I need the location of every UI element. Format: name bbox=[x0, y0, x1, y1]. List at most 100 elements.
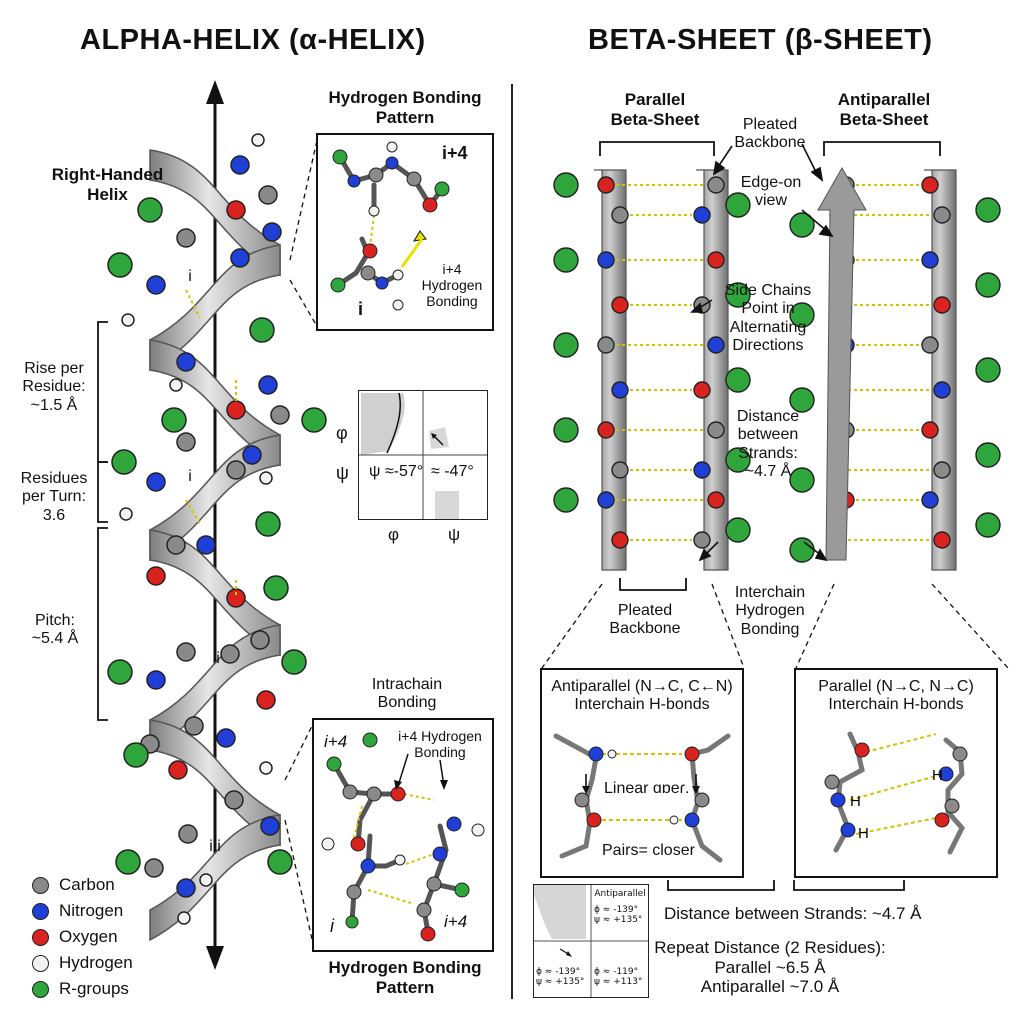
anti-box-title: Antiparallel (N→C, C←N) Interchain H-bon… bbox=[551, 678, 733, 714]
rama-phi-label: φ bbox=[336, 423, 348, 443]
helix-atom bbox=[226, 588, 246, 608]
beta-atom bbox=[921, 421, 939, 439]
helix-atom bbox=[226, 460, 246, 480]
r-group-dot-icon bbox=[32, 980, 49, 998]
beta-rgroup bbox=[553, 487, 579, 513]
beta-rgroup bbox=[725, 282, 751, 308]
beta-atom bbox=[693, 381, 711, 399]
helix-atom bbox=[226, 200, 246, 220]
hb-pattern-bottom-inset: i+4 i+4 Hydrogen Bonding i i+4 bbox=[312, 718, 494, 952]
helix-atom bbox=[144, 858, 164, 878]
helix-atom bbox=[146, 275, 166, 295]
inset-top-i-label: i bbox=[358, 299, 364, 319]
helix-atom bbox=[176, 878, 196, 898]
inset-bot-i: i bbox=[330, 916, 334, 936]
helix-atom bbox=[249, 317, 275, 343]
helix-atom bbox=[226, 400, 246, 420]
helix-atom bbox=[263, 575, 289, 601]
svg-text:H: H bbox=[850, 793, 861, 810]
beta-rgroup bbox=[975, 442, 1001, 468]
side-chains-label: Side Chains Point in Alternating Directi… bbox=[724, 282, 812, 355]
beta-atom bbox=[933, 381, 951, 399]
residues-bracket bbox=[97, 461, 108, 523]
beta-atom bbox=[693, 206, 711, 224]
beta-atom bbox=[611, 206, 629, 224]
beta-atom bbox=[611, 461, 629, 479]
anti-box-linear: Linear ɑɒeɾ. bbox=[604, 780, 690, 797]
beta-atom bbox=[933, 296, 951, 314]
pleated-backbone-bottom-label: Pleated Backbone bbox=[609, 602, 681, 638]
helix-atom bbox=[230, 155, 250, 175]
beta-atom bbox=[707, 251, 725, 269]
beta-rgroup bbox=[975, 357, 1001, 383]
helix-atom bbox=[146, 566, 166, 586]
helix-atom bbox=[184, 716, 204, 736]
helix-atom bbox=[137, 197, 163, 223]
helix-atom bbox=[258, 185, 278, 205]
beta-strand bbox=[594, 169, 627, 571]
helix-atom bbox=[177, 911, 191, 925]
inset-bot-i4-right: i+4 bbox=[444, 912, 468, 931]
distance-strands-label: Distance between Strands: ~4.7 Å bbox=[736, 408, 800, 481]
beta-atom bbox=[921, 251, 939, 269]
ramachandran-plot-beta: Antiparallel ϕ ≈ -139° ψ ≈ +135° ϕ ≈ -13… bbox=[533, 884, 649, 998]
helix-atom bbox=[259, 761, 273, 775]
anti-box-pairs: Pairs= closer bbox=[602, 842, 695, 859]
intrachain-bonding-label: Intrachain Bonding bbox=[371, 676, 443, 712]
beta-atom bbox=[933, 531, 951, 549]
legend-item: Nitrogen bbox=[32, 898, 182, 924]
right-handed-helix-label: Right-Handed Helix bbox=[51, 165, 164, 204]
helix-atom bbox=[224, 790, 244, 810]
helix-atom bbox=[255, 511, 281, 537]
beta-rgroup bbox=[975, 272, 1001, 298]
helix-atom bbox=[176, 352, 196, 372]
legend-item: R-groups bbox=[32, 976, 182, 1002]
helix-atom bbox=[161, 407, 187, 433]
beta-atom bbox=[597, 251, 615, 269]
hb-pattern-bottom-title: Hydrogen Bonding Pattern bbox=[328, 958, 482, 997]
oxygen-dot-icon bbox=[32, 928, 49, 946]
hb-pattern-top-inset: i+4 i i+4 Hydrogen Bonding bbox=[316, 133, 494, 331]
pitch-bracket bbox=[97, 527, 108, 721]
beta-sheet-title: BETA-SHEET (β-SHEET) bbox=[588, 24, 933, 56]
helix-atom bbox=[251, 133, 265, 147]
carbon-dot-icon bbox=[32, 876, 49, 894]
helix-atom bbox=[199, 873, 213, 887]
helix-hbond bbox=[185, 499, 201, 525]
helix-atoms bbox=[107, 133, 327, 925]
helix-atom bbox=[196, 535, 216, 555]
beta-rgroup bbox=[725, 447, 751, 473]
rama-phi-value: ≈ -47° bbox=[431, 463, 474, 480]
rise-per-residue-label: Rise per Residue: ~1.5 Å bbox=[22, 360, 86, 414]
beta-rgroup bbox=[725, 367, 751, 393]
beta-rgroup bbox=[975, 197, 1001, 223]
svg-text:H: H bbox=[932, 767, 943, 784]
helix-atom bbox=[220, 644, 240, 664]
helix-ribbon-segment bbox=[149, 814, 281, 942]
parallel-hbond-box: Parallel (N→C, N→C) Interchain H-bonds H… bbox=[794, 668, 998, 878]
beta-atom bbox=[597, 491, 615, 509]
helix-atom bbox=[242, 445, 262, 465]
beta-rgroup bbox=[789, 212, 815, 238]
beta-strand bbox=[924, 169, 957, 571]
inset-top-i4-label: i+4 bbox=[442, 143, 468, 163]
helix-atom bbox=[121, 313, 135, 327]
beta-atom bbox=[597, 336, 615, 354]
helix-atom bbox=[107, 252, 133, 278]
helix-atom bbox=[166, 535, 186, 555]
rama-small-br: ϕ ≈ -119° ψ ≈ +113° bbox=[594, 967, 643, 987]
helix-atom bbox=[176, 642, 196, 662]
interchain-hb-label: Interchain Hydrogen Bonding bbox=[734, 584, 806, 638]
beta-atom bbox=[921, 491, 939, 509]
helix-atom bbox=[119, 507, 133, 521]
beta-rgroup bbox=[789, 387, 815, 413]
beta-rgroup bbox=[553, 332, 579, 358]
rama-axis-phi: φ bbox=[388, 525, 400, 544]
antiparallel-hbond-box: Antiparallel (N→C, C←N) Interchain H-bon… bbox=[540, 668, 744, 878]
beta-rgroup bbox=[725, 192, 751, 218]
helix-atom bbox=[146, 670, 166, 690]
edge-on-strand bbox=[817, 166, 867, 561]
helix-atom bbox=[176, 228, 196, 248]
helix-atom bbox=[256, 690, 276, 710]
distance-between-strands: Distance between Strands: ~4.7 Å bbox=[664, 904, 922, 923]
